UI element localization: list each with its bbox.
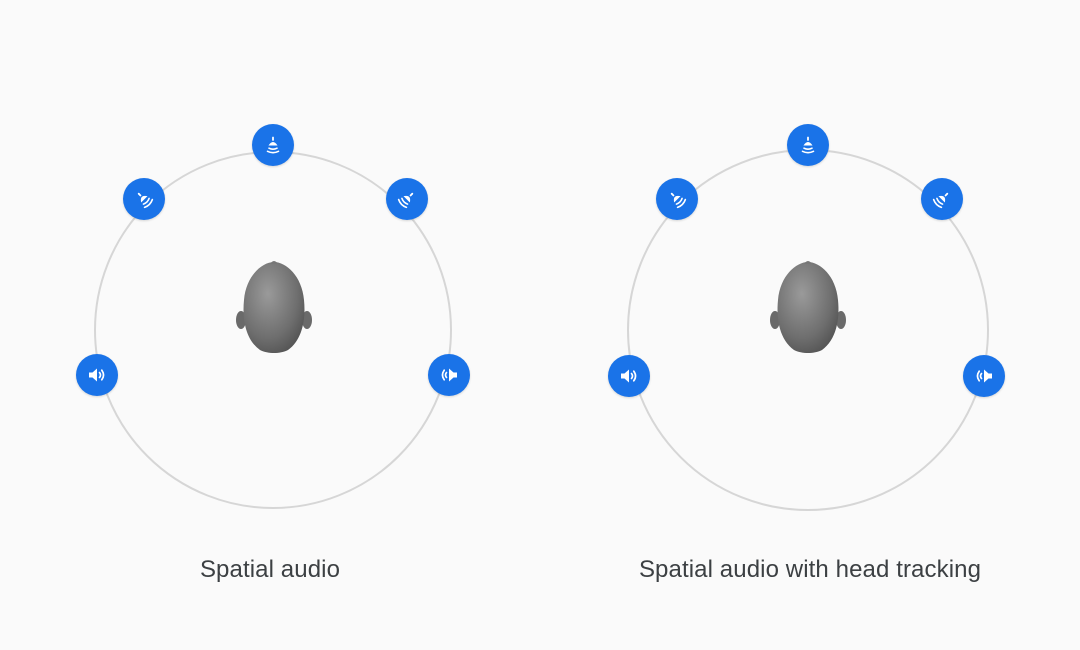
panel-caption: Spatial audio with head tracking <box>638 556 982 583</box>
left-speaker-icon <box>608 355 650 397</box>
front-right-speaker-icon <box>921 178 963 220</box>
front-left-speaker-icon <box>123 178 165 220</box>
front-right-speaker-icon <box>386 178 428 220</box>
right-speaker-icon <box>963 355 1005 397</box>
right-speaker-icon <box>428 354 470 396</box>
head-back-view-icon <box>770 261 846 353</box>
spatial-audio-head-tracking-panel: Spatial audio with head tracking <box>540 0 1080 650</box>
panel-caption: Spatial audio <box>199 556 341 583</box>
center-speaker-icon <box>787 124 829 166</box>
left-speaker-icon <box>76 354 118 396</box>
front-left-speaker-icon <box>656 178 698 220</box>
spatial-audio-panel: Spatial audio <box>76 124 470 583</box>
head-back-view-icon <box>236 261 312 353</box>
center-speaker-icon <box>252 124 294 166</box>
